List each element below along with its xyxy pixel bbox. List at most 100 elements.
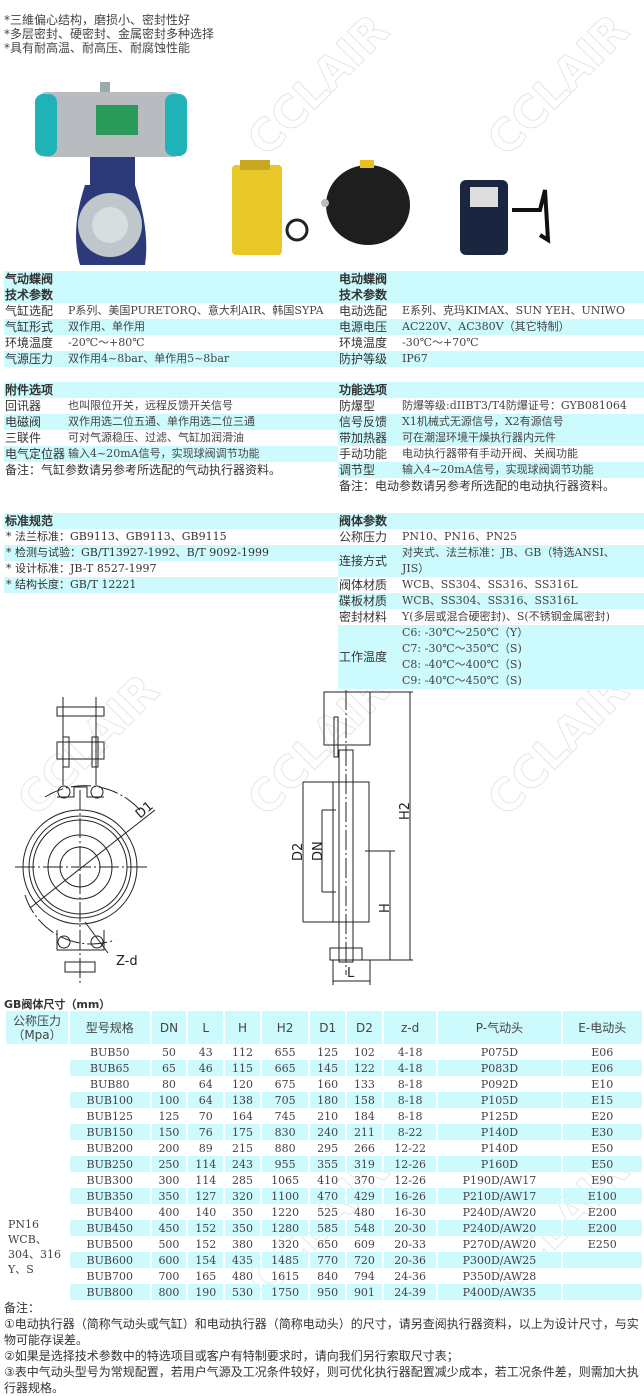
spec-label: 密封材料 bbox=[339, 610, 388, 624]
table-cell: P210D/AW17 bbox=[438, 1188, 561, 1204]
spec-label: 电磁阀 bbox=[5, 415, 42, 429]
spec-value: -20℃～+80℃ bbox=[68, 336, 145, 349]
table-cell bbox=[562, 1284, 642, 1300]
table-cell: E15 bbox=[562, 1092, 642, 1108]
front-view-drawing: D1 Z-d bbox=[15, 697, 157, 985]
table-cell: 655 bbox=[274, 1045, 296, 1059]
table-cell: 140 bbox=[195, 1205, 217, 1219]
yellow-electric-actuator-photo bbox=[232, 160, 309, 255]
spec-value: 可在潮湿环境干燥执行器内元件 bbox=[402, 431, 556, 444]
spec-label: 防爆型 bbox=[339, 399, 376, 413]
column-header: DN bbox=[151, 1011, 187, 1044]
table-cell bbox=[563, 1268, 642, 1284]
spec-value: P系列、美国PURETORQ、意大利AIR、韩国SYPA bbox=[68, 304, 324, 317]
accessories-table: 附件选项 回讯器也叫限位开关，远程反馈开关信号电磁阀双作用选二位五通、单作用选二… bbox=[4, 382, 338, 478]
table-cell: 12-22 bbox=[394, 1141, 426, 1155]
spec-value: 双作用、单作用 bbox=[68, 320, 145, 333]
spec-value: 双作用4~8bar、单作用5~8bar bbox=[68, 352, 230, 365]
table-cell: 8-18 bbox=[397, 1077, 423, 1091]
table-cell: BUB300 bbox=[86, 1173, 133, 1187]
zd-label: Z-d bbox=[116, 954, 138, 969]
table-cell: 175 bbox=[225, 1124, 260, 1140]
table-cell: 745 bbox=[274, 1109, 296, 1123]
table-cell: 840 bbox=[317, 1269, 339, 1283]
spec-label: 气缸选配 bbox=[5, 304, 54, 318]
spec-value-line: JIS） bbox=[402, 562, 430, 575]
table-cell: 480 bbox=[232, 1269, 253, 1283]
table-cell: 190 bbox=[188, 1284, 224, 1300]
table-cell: BUB500 bbox=[86, 1237, 133, 1251]
table-cell: 470 bbox=[310, 1188, 346, 1204]
table-cell: 154 bbox=[188, 1252, 224, 1268]
table-cell: 122 bbox=[347, 1060, 382, 1076]
table-cell: P240D/AW20 bbox=[462, 1205, 537, 1219]
pneumatic-butterfly-valve-photo bbox=[35, 82, 187, 265]
table-cell: 152 bbox=[195, 1237, 217, 1251]
spec-value: 输入4~20mA信号，实现球阀调节功能 bbox=[68, 447, 260, 460]
table-cell: 675 bbox=[274, 1077, 296, 1091]
table-cell: P190D/AW17 bbox=[462, 1173, 537, 1187]
table-cell: E90 bbox=[591, 1173, 614, 1187]
note-line: ③表中气动头型号为常规配置，若用户气源及工况条件较好，则可优化执行器配置减少成本… bbox=[4, 1365, 639, 1395]
table-cell: P300D/AW25 bbox=[438, 1252, 561, 1268]
table-cell: BUB450 bbox=[70, 1220, 150, 1236]
standard-item: * 检测与试验：GB/T13927-1992、B/T 9092-1999 bbox=[4, 545, 338, 561]
table-cell: P092D bbox=[480, 1077, 519, 1091]
table-cell: 165 bbox=[195, 1269, 217, 1283]
table-cell: 114 bbox=[195, 1173, 217, 1187]
table-cell: 145 bbox=[310, 1060, 346, 1076]
feature-item: *多层密封、硬密封、金属密封多种选择 bbox=[4, 27, 215, 41]
table-cell: E20 bbox=[591, 1109, 614, 1123]
functions-note: 备注：电动参数请另参考所选配的电动执行器资料。 bbox=[339, 479, 616, 493]
table-cell: 89 bbox=[198, 1141, 213, 1155]
table-cell: 380 bbox=[232, 1237, 253, 1251]
table-cell: 295 bbox=[317, 1141, 339, 1155]
table-cell: 665 bbox=[261, 1060, 309, 1076]
table-cell: 400 bbox=[158, 1205, 180, 1219]
table-cell: 12-26 bbox=[394, 1173, 426, 1187]
column-header: z-d bbox=[383, 1011, 437, 1044]
table-cell: 50 bbox=[161, 1045, 176, 1059]
spec-label: 碟板材质 bbox=[339, 594, 388, 608]
spec-value-line: WCB、SS304、SS316、SS316L bbox=[402, 594, 578, 607]
table-cell: 500 bbox=[158, 1237, 180, 1251]
spec-value: 对夹式、法兰标准：JB、GB（特选ANSI、JIS） bbox=[402, 545, 644, 577]
column-header: L bbox=[188, 1011, 224, 1044]
table-cell: 800 bbox=[151, 1284, 187, 1300]
table-cell: E200 bbox=[587, 1205, 617, 1219]
table-cell: 100 bbox=[151, 1092, 187, 1108]
table-cell: 115 bbox=[225, 1060, 260, 1076]
spec-label: 阀体材质 bbox=[339, 578, 388, 592]
section-subtitle: 技术参数 bbox=[5, 288, 54, 302]
spec-value: Y(多层或混合硬密封)、S(不锈钢金属密封) bbox=[402, 609, 644, 625]
table-cell: 650 bbox=[317, 1237, 339, 1251]
table-cell: 152 bbox=[188, 1220, 224, 1236]
table-cell: 1065 bbox=[271, 1173, 300, 1187]
spec-label: 气缸形式 bbox=[5, 320, 54, 334]
spec-label: 工作温度 bbox=[339, 650, 388, 664]
spec-row: 回讯器也叫限位开关，远程反馈开关信号 bbox=[4, 398, 338, 414]
section-title: 气动蝶阀 bbox=[5, 272, 54, 286]
blue-electric-actuator-photo bbox=[460, 180, 551, 255]
spec-value-line: Y(多层或混合硬密封)、S(不锈钢金属密封) bbox=[402, 610, 610, 623]
table-cell: 114 bbox=[188, 1156, 224, 1172]
table-cell: 16-30 bbox=[394, 1205, 426, 1219]
table-cell: 20-33 bbox=[394, 1237, 426, 1251]
table-cell: 180 bbox=[310, 1092, 346, 1108]
table-cell: P140D bbox=[480, 1141, 519, 1155]
table-cell: 350 bbox=[225, 1220, 260, 1236]
table-cell: 64 bbox=[188, 1092, 224, 1108]
table-cell: 24-39 bbox=[383, 1284, 437, 1300]
section-title: 电动蝶阀 bbox=[339, 272, 388, 286]
table-cell: 300 bbox=[158, 1173, 180, 1187]
spec-value: IP67 bbox=[402, 352, 428, 365]
table-cell: BUB125 bbox=[86, 1109, 133, 1123]
l-label: L bbox=[347, 966, 355, 981]
